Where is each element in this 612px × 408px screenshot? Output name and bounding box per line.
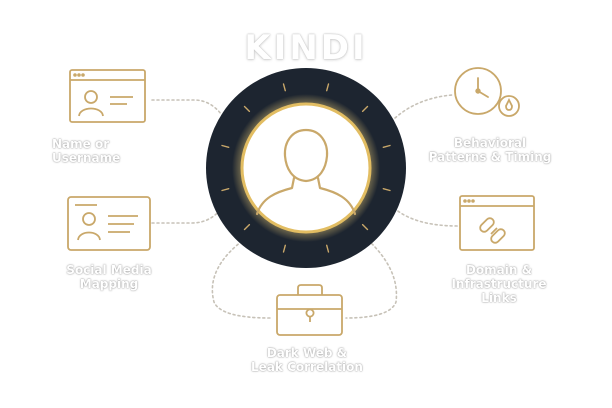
hub-tick <box>326 83 330 92</box>
node-label-line: Patterns & Timing <box>428 150 552 164</box>
id-card-icon <box>67 196 151 251</box>
node-label-line: Social Media <box>66 263 152 277</box>
clock-icon <box>454 67 520 117</box>
node-label-social: Social Media Mapping <box>54 263 164 291</box>
node-label-line: Domain & <box>465 263 533 277</box>
hub-tick <box>382 187 391 192</box>
node-label-darkweb: Dark Web & Leak Correlation <box>236 346 378 374</box>
hub-tick <box>382 144 391 149</box>
hub-tick-marks <box>221 83 391 253</box>
connector-name <box>151 99 225 119</box>
connector-darkweb-left <box>211 237 271 319</box>
hub-tick <box>361 223 369 231</box>
node-label-line: Username <box>52 151 121 165</box>
central-hub <box>206 68 406 268</box>
person-silhouette-icon <box>255 128 357 216</box>
node-label-line: Mapping <box>79 277 139 291</box>
hub-tick <box>282 244 286 253</box>
briefcase-icon <box>276 284 343 336</box>
node-label-line: Name or <box>52 137 110 151</box>
hub-tick <box>243 105 251 113</box>
node-label-line: Links <box>481 291 517 305</box>
hub-tick <box>282 83 286 92</box>
hub-tick <box>243 223 251 231</box>
link-window-icon <box>459 195 535 251</box>
node-label-domain: Domain & Infrastructure Links <box>440 263 558 305</box>
connector-lines <box>151 94 459 319</box>
node-label-line: Dark Web & <box>266 346 348 360</box>
node-label-behavior: Behavioral Patterns & Timing <box>420 136 560 164</box>
hub-tick <box>221 187 230 192</box>
connector-domain <box>393 207 459 227</box>
hub-tick <box>361 105 369 113</box>
connector-behavior <box>394 94 453 119</box>
node-label-name: Name or Username <box>52 137 120 165</box>
node-label-line: Infrastructure <box>451 277 547 291</box>
connector-darkweb-right <box>345 239 398 319</box>
hub-inner-disc <box>240 102 372 234</box>
connector-social <box>151 207 223 224</box>
hub-tick <box>326 244 330 253</box>
node-label-line: Behavioral <box>453 136 527 150</box>
node-label-line: Leak Correlation <box>251 360 363 374</box>
hub-tick <box>221 144 230 149</box>
diagram-title: KINDI <box>244 28 368 68</box>
profile-window-icon <box>69 69 146 123</box>
